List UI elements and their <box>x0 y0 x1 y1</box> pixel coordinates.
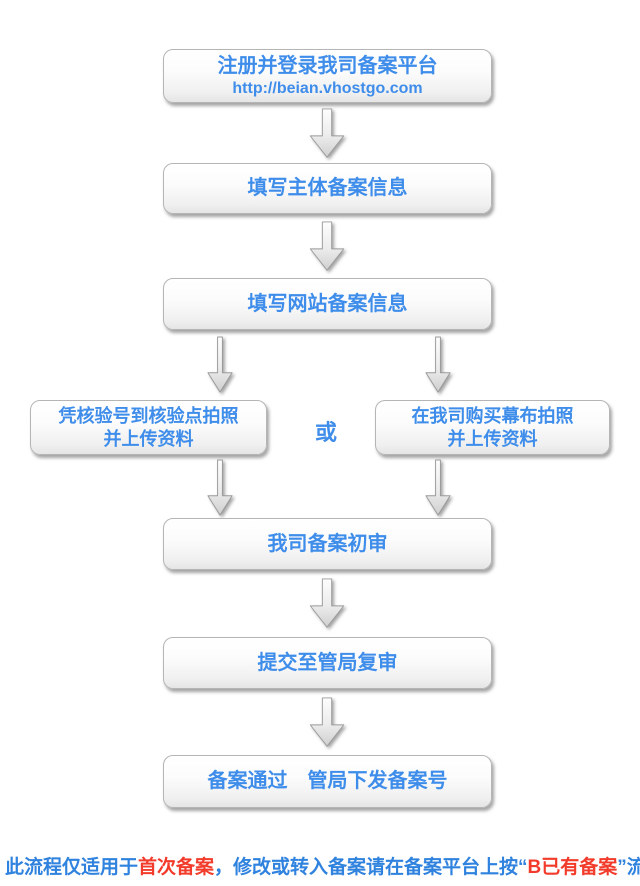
node-filing-approved-label: 备案通过 管局下发备案号 <box>207 770 448 792</box>
node-register-title: 注册并登录我司备案平台 <box>217 54 438 77</box>
down-arrow-icon <box>305 578 349 630</box>
down-arrow-icon <box>204 336 236 394</box>
footer-note: 此流程仅适用于首次备案，修改或转入备案请在备案平台上按“B已有备案”流程操作！ <box>5 855 640 880</box>
node-buy-curtain-line1: 在我司购买幕布拍照 <box>411 406 574 426</box>
node-filing-approved: 备案通过 管局下发备案号 <box>163 755 492 808</box>
node-buy-curtain-photo: 在我司购买幕布拍照 并上传资料 <box>375 400 610 455</box>
node-photo-checkpoint-line2: 并上传资料 <box>103 428 194 449</box>
footer-note-existing-filing: B已有备案 <box>527 857 618 878</box>
footer-note-first-filing: 首次备案 <box>138 857 215 878</box>
node-fill-subject-info: 填写主体备案信息 <box>163 163 492 214</box>
node-buy-curtain-line2: 并上传资料 <box>447 428 538 449</box>
node-photo-checkpoint-line1: 凭核验号到核验点拍照 <box>58 406 239 426</box>
footer-note-seg3: ，修改或转入备案请在备案平台上按“ <box>214 857 528 878</box>
node-first-review: 我司备案初审 <box>163 518 492 570</box>
down-arrow-icon <box>422 336 454 394</box>
node-register-platform: 注册并登录我司备案平台 http://beian.vhostgo.com <box>163 49 492 103</box>
down-arrow-icon <box>305 108 349 160</box>
node-fill-subject-label: 填写主体备案信息 <box>247 177 408 199</box>
footer-note-seg1: 此流程仅适用于 <box>5 857 139 878</box>
node-photo-at-checkpoint: 凭核验号到核验点拍照 并上传资料 <box>30 400 267 455</box>
down-arrow-icon <box>422 459 454 517</box>
node-submit-authority-review: 提交至管局复审 <box>163 637 492 689</box>
or-label: 或 <box>314 420 337 445</box>
node-submit-authority-label: 提交至管局复审 <box>257 651 398 674</box>
node-fill-website-info: 填写网站备案信息 <box>163 278 492 330</box>
node-first-review-label: 我司备案初审 <box>267 532 388 555</box>
down-arrow-icon <box>305 697 349 749</box>
node-register-url: http://beian.vhostgo.com <box>232 79 423 97</box>
down-arrow-icon <box>204 459 236 517</box>
footer-note-seg5: ”流程操作！ <box>617 857 640 878</box>
down-arrow-icon <box>305 221 349 273</box>
node-fill-website-label: 填写网站备案信息 <box>247 292 408 315</box>
